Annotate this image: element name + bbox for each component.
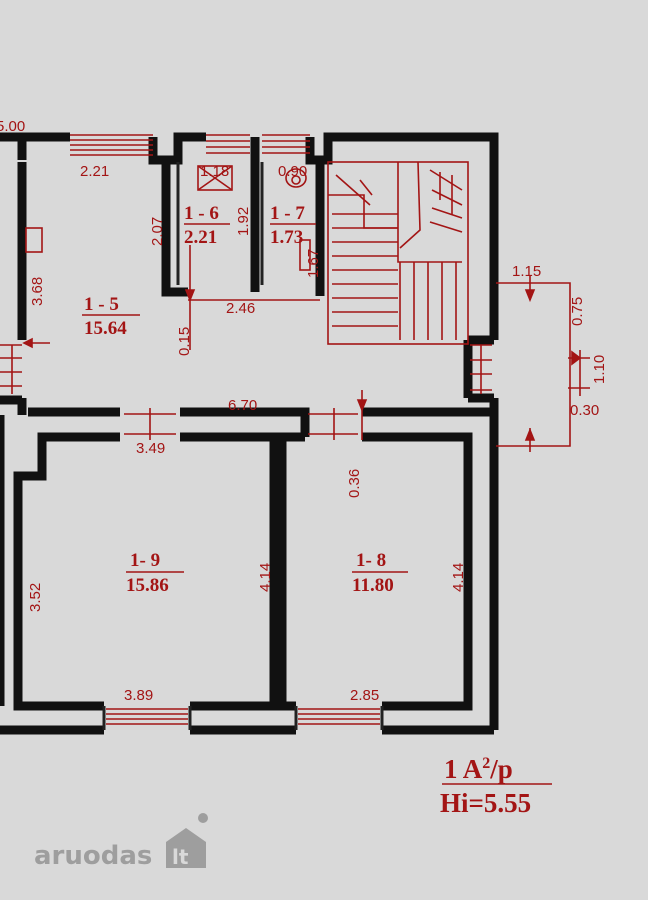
dim-3-68: 3.68	[29, 277, 46, 306]
wc-block-wall	[161, 160, 188, 297]
room-1-9-id: 1- 9	[130, 550, 160, 571]
corridor-wall-mid	[180, 407, 310, 437]
room-1-5-area: 15.64	[84, 318, 127, 339]
dim-0-15: 0.15	[176, 327, 193, 356]
floor-label-line1: 1 A2/p	[444, 754, 513, 784]
door-1-8	[308, 408, 358, 440]
room-1-6-id: 1 - 6	[184, 203, 219, 224]
entry-porch	[496, 275, 590, 452]
door-1-9	[124, 408, 176, 440]
room-1-8-id: 1- 8	[356, 550, 386, 571]
room-1-7-id: 1 - 7	[270, 203, 305, 224]
dim-4-14-b: 4.14	[450, 563, 467, 592]
shower-tray	[197, 165, 233, 191]
dim-0-30: 0.30	[570, 402, 599, 419]
dim-1-18: 1.18	[200, 163, 229, 180]
chimney-icon	[198, 813, 208, 823]
stair-curve	[399, 161, 421, 249]
top-wall-mid	[148, 132, 206, 165]
dim-1-10: 1.10	[591, 355, 608, 384]
stair-landing	[397, 162, 462, 263]
house-icon	[166, 828, 206, 868]
dim-2-85: 2.85	[350, 687, 379, 704]
dimension-lines	[22, 245, 368, 440]
top-wall-right	[305, 132, 499, 340]
dim-3-49: 3.49	[136, 440, 165, 457]
room-1-7-area: 1.73	[270, 227, 303, 248]
dim-0-90: 0.90	[278, 163, 307, 180]
room-1-9-area: 15.86	[126, 575, 169, 596]
watermark-text: aruodas	[34, 841, 152, 871]
room-1-8-area: 11.80	[352, 575, 394, 596]
sink	[299, 239, 311, 271]
dim-2-46: 2.46	[226, 300, 255, 317]
window-top-1-6	[206, 134, 250, 154]
walls	[0, 132, 499, 735]
staircase	[327, 161, 469, 345]
window-top-1-7	[262, 134, 310, 154]
floor-label-line2: Hi=5.55	[440, 788, 531, 818]
room-labels: 1 - 5 15.64 1 - 6 2.21 1 - 7 1.73 1- 9 1…	[82, 203, 408, 596]
window-bottom-1-9	[106, 708, 188, 725]
dim-3-52: 3.52	[27, 583, 44, 612]
dim-0-36: 0.36	[346, 469, 363, 498]
floor-label: 1 A2/p Hi=5.55	[440, 754, 552, 818]
toilet-bowl	[285, 168, 307, 188]
dim-1-15: 1.15	[512, 263, 541, 280]
watermark-suffix: lt	[172, 845, 189, 869]
dim-3-89: 3.89	[124, 687, 153, 704]
window-left-1-5	[0, 344, 22, 394]
dim-1-92: 1.92	[235, 207, 252, 236]
fixtures	[25, 165, 311, 271]
watermark: aruodas lt	[34, 813, 208, 871]
room-1-8-wall-right	[362, 432, 473, 711]
room-1-5-id: 1 - 5	[84, 294, 119, 315]
dim-2-07: 2.07	[149, 217, 166, 246]
room-1-9-wall-top	[180, 432, 279, 711]
dim-top-edge: 5.00	[0, 118, 25, 135]
windows	[0, 134, 492, 725]
window-right-corridor	[470, 344, 492, 394]
room-1-9-wall	[13, 432, 120, 711]
dim-0-75: 0.75	[569, 297, 586, 326]
radiator	[25, 227, 43, 253]
room-1-8-wall	[277, 432, 305, 711]
dim-2-21: 2.21	[80, 163, 109, 180]
window-top-1-5	[70, 134, 153, 156]
stair-flight-top	[328, 194, 398, 229]
dim-1-67: 1.67	[305, 249, 322, 278]
dim-4-14-a: 4.14	[257, 563, 274, 592]
room-1-6-area: 2.21	[184, 227, 217, 248]
window-bottom-1-8	[298, 708, 380, 725]
dim-6-70: 6.70	[228, 397, 257, 414]
dimension-labels: 5.00 2.21 1.18 0.90 2.07 1.92 1.67 3.68 …	[0, 118, 608, 704]
